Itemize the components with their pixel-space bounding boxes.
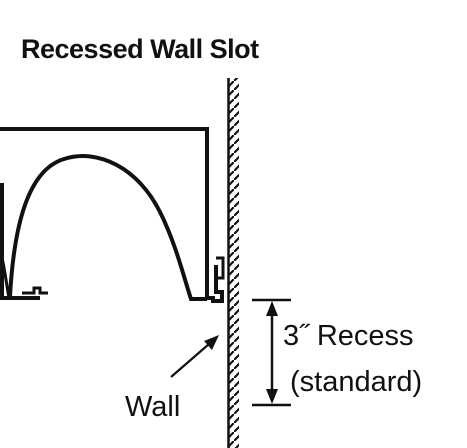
diffuser (0, 154, 207, 301)
dimension-arrow-down (266, 389, 278, 404)
recess-standard-label: (standard) (290, 366, 422, 398)
wall-pointer (170, 335, 219, 378)
recess-dimension (252, 298, 291, 407)
wall-pointer-line (170, 343, 210, 378)
mounting-bracket (22, 286, 48, 295)
wall-hatch (229, 78, 239, 448)
dimension-arrow-up (266, 301, 278, 316)
wall-slot-housing (0, 127, 225, 303)
diffuser-curve (8, 154, 207, 301)
housing-outline (0, 127, 224, 303)
diagram-title: Recessed Wall Slot (21, 34, 259, 64)
wall-section (227, 78, 239, 448)
housing-clip (216, 256, 225, 280)
recess-label: 3˝ Recess (283, 320, 414, 352)
wall-label: Wall (125, 391, 180, 423)
diffuser-inner-edge (0, 249, 11, 299)
wall-pointer-arrowhead (204, 335, 219, 350)
